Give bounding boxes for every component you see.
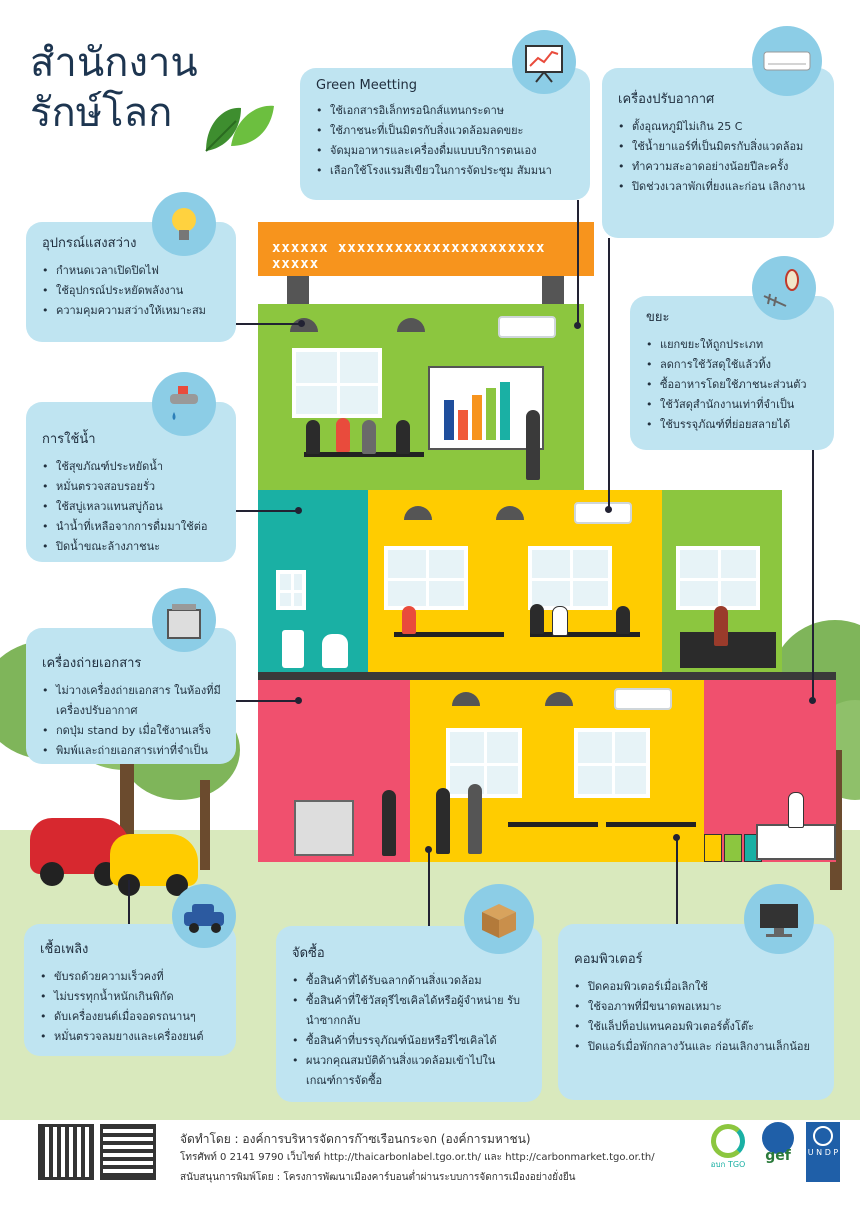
list-item: แยกขยะให้ถูกประเภท [646, 335, 820, 355]
list-item: ใช้สบู่เหลวแทนสบู่ก้อน [42, 497, 222, 517]
list-item: ใช้น้ำยาแอร์ที่เป็นมิตรกับสิ่งแวดล้อม [618, 137, 820, 157]
list-item: จัดมุมอาหารและเครื่องดื่มแบบบริการตนเอง [316, 141, 576, 161]
tgo-logo-text: อบก TGO [710, 1160, 746, 1169]
roof-banner: xxxxxx xxxxxxxxxxxxxxxxxxxxxx xxxxx [258, 222, 594, 276]
list-item: ทำความสะอาดอย่างน้อยปีละครั้ง [618, 157, 820, 177]
list-item: กดปุ่ม stand by เมื่อใช้งานเสร็จ [42, 721, 222, 741]
panel-fuel-title: เชื้อเพลิง [40, 942, 89, 957]
list-item: ใช้ภาชนะที่เป็นมิตรกับสิ่งแวดล้อมลดขยะ [316, 121, 576, 141]
copier-machine [294, 800, 354, 856]
air-conditioner-icon [752, 26, 822, 96]
list-item: ผนวกคุณสมบัติด้านสิ่งแวดล้อมเข้าไปใน เกณ… [292, 1051, 528, 1091]
list-item: ความคุมความสว่างให้เหมาะสม [42, 301, 222, 321]
list-item: ใช้เอกสารอิเล็กทรอนิกส์แทนกระดาษ [316, 101, 576, 121]
list-item: ซื้อสินค้าที่ได้รับฉลากด้านสิ่งแวดล้อม [292, 971, 528, 991]
list-item: ปิดคอมพิวเตอร์เมื่อเลิกใช้ [574, 977, 820, 997]
list-item: ใช้อุปกรณ์ประหยัดพลังงาน [42, 281, 222, 301]
roof-banner-text: xxxxxx xxxxxxxxxxxxxxxxxxxxxx xxxxx [272, 240, 546, 272]
apple-core-fish-bone-icon [752, 256, 816, 320]
list-item: ซื้ออาหารโดยใช้ภาชนะส่วนตัว [646, 375, 820, 395]
list-item: ปิดแอร์เมื่อพักกลางวันและ ก่อนเลิกงานเล็… [574, 1037, 820, 1057]
list-item: พิมพ์และถ่ายเอกสารเท่าที่จำเป็น [42, 741, 222, 761]
list-item: ไม่บรรทุกน้ำหนักเกินพิกัด [40, 987, 222, 1007]
panel-procurement: จัดซื้อ ซื้อสินค้าที่ได้รับฉลากด้านสิ่งแ… [276, 926, 542, 1102]
box-icon [464, 884, 534, 954]
footer-contact: โทรศัพท์ 0 2141 9790 เว็บไซต์ http://tha… [180, 1152, 655, 1163]
tgo-logo: อบก TGO [706, 1124, 750, 1171]
list-item: ใช้จอภาพที่มีขนาดพอเหมาะ [574, 997, 820, 1017]
panel-water-title: การใช้น้ำ [42, 432, 96, 447]
panel-green-meeting-title: Green Meetting [316, 78, 418, 93]
list-item: ลดการใช้วัสดุใช้แล้วทิ้ง [646, 355, 820, 375]
car-icon [172, 884, 236, 948]
panel-aircon: เครื่องปรับอากาศ ตั้งอุณหภูมิไม่เกิน 25 … [602, 68, 834, 238]
footer-sponsor: สนับสนุนการพิมพ์โดย : โครงการพัฒนาเมืองค… [180, 1172, 576, 1183]
aircon-unit-top [498, 316, 556, 338]
aircon-unit-middle [574, 502, 632, 524]
list-item: ปิดช่วงเวลาพักเที่ยงและก่อน เลิกงาน [618, 177, 820, 197]
list-item: ตั้งอุณหภูมิไม่เกิน 25 C [618, 117, 820, 137]
list-item: ดับเครื่องยนต์เมื่อจอดรถนานๆ [40, 1007, 222, 1027]
panel-procurement-title: จัดซื้อ [292, 946, 325, 961]
panel-copier-title: เครื่องถ่ายเอกสาร [42, 656, 142, 671]
copier-icon [152, 588, 216, 652]
list-item: ซื้อสินค้าที่บรรจุภัณฑ์น้อยหรือรีไซเคิลไ… [292, 1031, 528, 1051]
panel-waste-title: ขยะ [646, 310, 670, 325]
page-title-line1: สำนักงาน [30, 40, 198, 86]
list-item: ไม่วางเครื่องถ่ายเอกสาร ในห้องที่มีเครื่… [42, 681, 222, 721]
faucet-icon [152, 372, 216, 436]
list-item: หมั่นตรวจลมยางและเครื่องยนต์ [40, 1027, 222, 1047]
list-item: ซื้อสินค้าที่ใช้วัสดุรีไซเคิลได้หรือผู้จ… [292, 991, 528, 1031]
chart-board-icon [512, 30, 576, 94]
panel-computer-title: คอมพิวเตอร์ [574, 952, 643, 967]
presentation-board [428, 366, 544, 450]
list-item: หมั่นตรวจสอบรอยรั่ว [42, 477, 222, 497]
list-item: เลือกใช้โรงแรมสีเขียวในการจัดประชุม สัมม… [316, 161, 576, 181]
list-item: ขับรถด้วยความเร็วคงที่ [40, 967, 222, 987]
monitor-icon [744, 884, 814, 954]
list-item: ใช้บรรจุภัณฑ์ที่ย่อยสลายได้ [646, 415, 820, 435]
page-title-line2: รักษ์โลก [30, 90, 173, 136]
lightbulb-icon [152, 192, 216, 256]
aircon-unit-bottom [614, 688, 672, 710]
list-item: ใช้วัสดุสำนักงานเท่าที่จำเป็น [646, 395, 820, 415]
panel-computer: คอมพิวเตอร์ ปิดคอมพิวเตอร์เมื่อเลิกใช้ ใ… [558, 924, 834, 1100]
floor-restroom [258, 490, 368, 672]
leaf-icon [196, 96, 276, 160]
qr-code-2 [100, 1124, 156, 1180]
list-item: นำน้ำที่เหลือจากการดื่มมาใช้ต่อ [42, 517, 222, 537]
list-item: ใช้แล็ปท็อปแทนคอมพิวเตอร์ตั้งโต๊ะ [574, 1017, 820, 1037]
panel-copier: เครื่องถ่ายเอกสาร ไม่วางเครื่องถ่ายเอกสา… [26, 628, 236, 764]
panel-aircon-title: เครื่องปรับอากาศ [618, 92, 715, 107]
gef-logo-text: gef [765, 1148, 791, 1164]
panel-lighting-title: อุปกรณ์แสงสว่าง [42, 236, 137, 251]
undp-logo: U N D P [806, 1122, 840, 1182]
page-title: สำนักงาน รักษ์โลก [30, 38, 198, 138]
panel-waste: ขยะ แยกขยะให้ถูกประเภท ลดการใช้วัสดุใช้แ… [630, 296, 834, 450]
qr-code-1 [38, 1124, 94, 1180]
list-item: กำหนดเวลาเปิดปิดไฟ [42, 261, 222, 281]
undp-logo-text: U N D P [807, 1148, 839, 1157]
gef-logo: gef [756, 1122, 800, 1164]
panel-lighting: อุปกรณ์แสงสว่าง กำหนดเวลาเปิดปิดไฟ ใช้อุ… [26, 222, 236, 342]
list-item: ใช้สุขภัณฑ์ประหยัดน้ำ [42, 457, 222, 477]
footer-organizer: จัดทำโดย : องค์การบริหารจัดการก๊าซเรือนก… [180, 1132, 531, 1146]
list-item: ปิดน้ำขณะล้างภาชนะ [42, 537, 222, 557]
